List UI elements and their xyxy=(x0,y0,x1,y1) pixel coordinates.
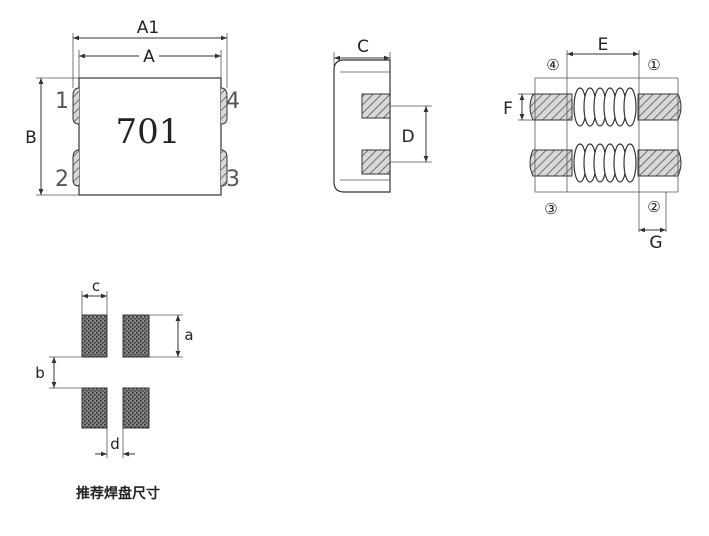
side-terminal-top xyxy=(361,93,391,119)
core-left-top xyxy=(529,93,573,121)
terminal-bump-4 xyxy=(220,87,228,125)
dim-label-f: F xyxy=(503,99,513,119)
terminal-marker-3: ③ xyxy=(544,200,557,218)
terminal-marker-2: ② xyxy=(647,198,660,216)
part-marking: 701 xyxy=(116,112,181,152)
core-right-top xyxy=(637,93,682,121)
dim-label-c: C xyxy=(357,37,369,57)
pad-layout-caption: 推荐焊盘尺寸 xyxy=(76,485,160,502)
dim-label-e: E xyxy=(598,35,609,55)
terminal-marker-1: ① xyxy=(647,56,660,74)
pad-bottom-right xyxy=(122,387,150,429)
pin-label-2: 2 xyxy=(55,167,69,192)
dim-label-a: A xyxy=(143,47,155,67)
dim-label-pad-a: a xyxy=(184,326,193,344)
pin-label-4: 4 xyxy=(226,89,240,114)
terminal-bump-1 xyxy=(72,87,80,125)
terminal-marker-4: ④ xyxy=(546,56,559,74)
core-left-bottom xyxy=(529,149,573,177)
coil-top xyxy=(573,87,637,127)
pad-top-right xyxy=(122,314,150,358)
winding-view: E F G ④ ① ③ ② xyxy=(503,35,682,253)
pin-label-3: 3 xyxy=(226,167,240,192)
top-view: 701 1 2 3 4 A1 A B xyxy=(25,18,240,196)
dim-label-pad-d: d xyxy=(110,435,120,453)
coil-bottom xyxy=(573,143,637,183)
terminal-bump-2 xyxy=(72,149,80,187)
pin-label-1: 1 xyxy=(55,89,69,114)
dim-label-pad-c: c xyxy=(92,277,100,295)
dim-label-pad-b: b xyxy=(35,364,45,382)
pad-layout: c a b d 推荐焊盘尺寸 xyxy=(35,277,193,502)
component-body xyxy=(78,77,222,196)
dim-label-a1: A1 xyxy=(137,18,159,38)
pad-top-left xyxy=(81,314,108,358)
dim-label-b: B xyxy=(25,128,37,148)
dim-label-d: D xyxy=(401,127,414,147)
side-view: C D xyxy=(333,37,432,193)
pad-bottom-left xyxy=(81,387,108,429)
dim-label-g: G xyxy=(649,233,662,253)
core-right-bottom xyxy=(637,149,682,177)
side-terminal-bottom xyxy=(361,149,391,175)
terminal-bump-3 xyxy=(220,149,228,187)
